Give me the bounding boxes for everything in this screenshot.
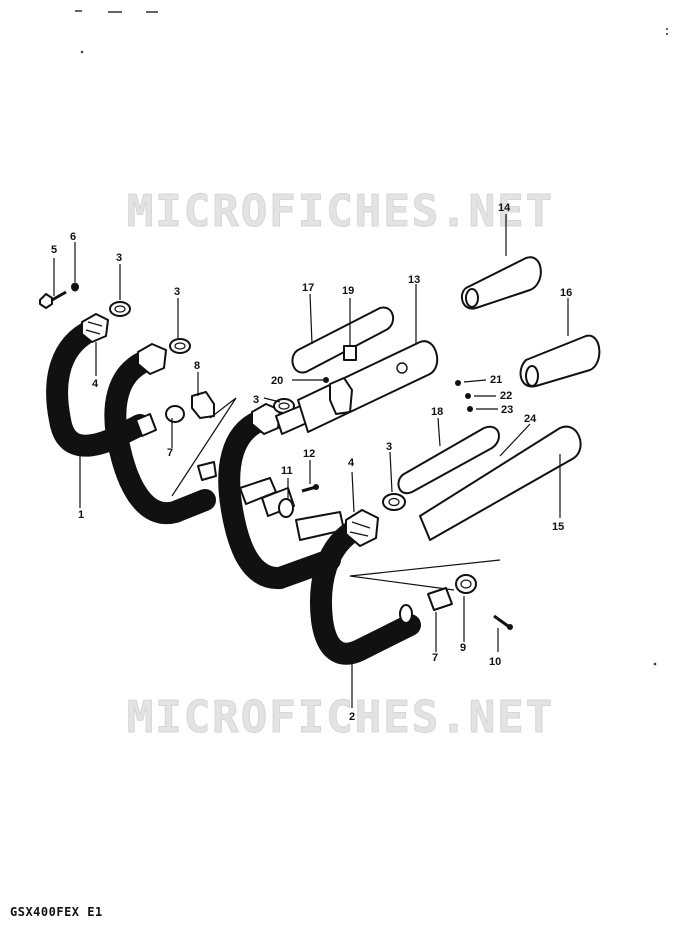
- gasket-3-a: [109, 301, 131, 317]
- watermark-top: MICROFICHES.NET: [126, 186, 555, 238]
- callout-2: 2: [349, 711, 355, 723]
- heat-shield-18: [397, 425, 500, 495]
- exhaust-pipe-2: [310, 517, 421, 665]
- flange-joint-center: [251, 403, 281, 435]
- callout-20: 20: [271, 375, 283, 387]
- clamp-9: [455, 574, 477, 594]
- callout-11: 11: [281, 465, 293, 477]
- callout-3d: 3: [386, 441, 392, 453]
- muffler-13: [297, 340, 439, 433]
- heat-shield-17: [291, 306, 395, 374]
- callout-15: 15: [552, 521, 564, 533]
- callout-9: 9: [460, 642, 466, 654]
- pipe-joint-arrow-left: [171, 397, 237, 497]
- callout-1: 1: [78, 509, 84, 521]
- callout-21: 21: [490, 374, 502, 386]
- flange-joint-4-upper: [81, 313, 109, 343]
- callout-22: 22: [500, 390, 512, 402]
- callout-3c: 3: [253, 394, 259, 406]
- clamp-8: [191, 391, 215, 419]
- end-cap-16: [519, 334, 601, 388]
- callout-7a: 7: [167, 447, 173, 459]
- callout-18: 18: [431, 406, 443, 418]
- sleeve-7-lower: [399, 587, 453, 624]
- pipe-joint-arrow-right: [349, 559, 501, 591]
- watermark-bottom: MICROFICHES.NET: [126, 692, 555, 744]
- callout-24: 24: [524, 413, 537, 425]
- clamp-11: [278, 498, 294, 518]
- exhaust-pipe-1: [46, 319, 151, 457]
- gasket-3-d: [382, 493, 406, 511]
- bracket-20: [323, 377, 353, 415]
- bolt-12: [301, 484, 319, 493]
- callout-5: 5: [51, 244, 57, 256]
- callout-10: 10: [489, 656, 501, 668]
- gasket-3-b: [169, 338, 191, 354]
- flange-joint-upper-b: [137, 343, 167, 375]
- nut-6: [71, 282, 79, 292]
- exhaust-pipe-2b: [218, 409, 341, 589]
- callout-4b: 4: [348, 457, 355, 469]
- muffler-15: [419, 425, 582, 541]
- callout-3b: 3: [174, 286, 180, 298]
- exhaust-pipe-1b: [104, 349, 216, 525]
- callout-7b: 7: [432, 652, 438, 664]
- bolt-5: [39, 290, 67, 309]
- callout-19: 19: [342, 285, 354, 297]
- callout-3a: 3: [116, 252, 122, 264]
- callout-17: 17: [302, 282, 314, 294]
- callout-4a: 4: [92, 378, 99, 390]
- callout-13: 13: [408, 274, 420, 286]
- band-19: [343, 345, 357, 361]
- end-cap-14: [460, 256, 542, 310]
- callout-23: 23: [501, 404, 513, 416]
- callout-8: 8: [194, 360, 200, 372]
- callout-12: 12: [303, 448, 315, 460]
- leader-lines: [53, 214, 569, 708]
- model-code-label: GSX400FEX E1: [10, 905, 103, 919]
- callout-16: 16: [560, 287, 572, 299]
- callout-6: 6: [70, 231, 76, 243]
- callout-14: 14: [498, 202, 511, 214]
- scan-marks: [75, 10, 668, 666]
- fasteners-21-22-23: [455, 380, 473, 412]
- flange-joint-4-lower: [345, 509, 379, 547]
- callout-labels: 1 2 3 3 3 3 4 4 5 6 7 7 8 9 10 11 12 13 …: [51, 202, 572, 723]
- bolt-10: [493, 614, 513, 630]
- sleeve-left: [135, 405, 185, 437]
